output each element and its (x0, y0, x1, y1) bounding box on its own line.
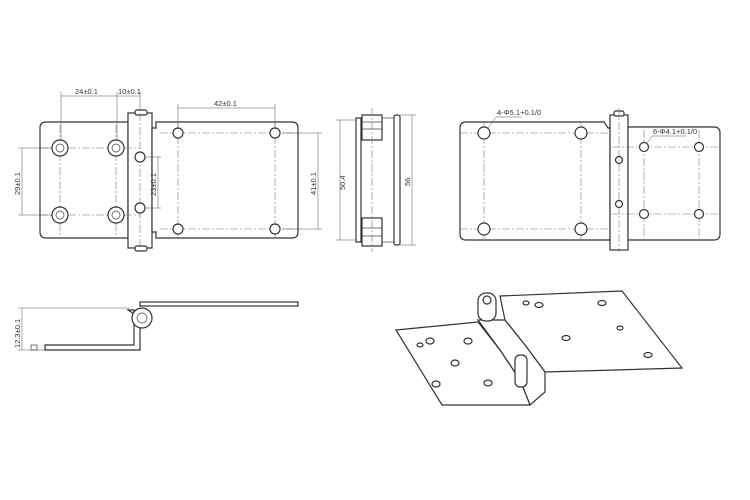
knuckle-circle (131, 307, 153, 329)
callout-4-holes: 4-Φ5.1+0.1/0 (497, 108, 541, 117)
dim-24: 24±0.1 (75, 87, 98, 96)
iso-holes (416, 299, 653, 388)
dim-56: 56 (403, 178, 412, 186)
pin-head-top (134, 109, 148, 116)
dim-50-4: 50.4 (338, 175, 347, 190)
right-leaf-holes (172, 127, 281, 235)
right-leaf (151, 121, 299, 239)
large-leaf (459, 121, 611, 241)
pin-hole (134, 202, 146, 214)
leaf-edge-left (355, 117, 362, 243)
large-holes (477, 126, 588, 236)
dim-10: 10±0.1 (118, 87, 141, 96)
dim-42: 42±0.1 (214, 99, 237, 108)
small-holes (614, 141, 705, 220)
pin-head-bottom (134, 245, 148, 252)
dim-41: 41±0.1 (309, 172, 318, 195)
front-view: 24±0.1 10±0.1 42±0.1 29±0.1 23±0.1 41±0.… (13, 87, 322, 252)
countersunk-holes (51, 139, 125, 224)
dim-29: 29±0.1 (13, 172, 22, 195)
edge-view: 12.3±0.1 (13, 301, 299, 351)
pin-hole (134, 151, 146, 163)
bracket-body (44, 309, 141, 351)
iso-pin (514, 354, 528, 388)
isometric-view (394, 290, 684, 407)
leaf-edge-right (393, 114, 401, 246)
callout-6-holes: 6-Φ4.1+0.1/0 (653, 127, 697, 136)
side-view: 50.4 56 (336, 108, 416, 252)
top-leaf-edge (139, 301, 299, 307)
dim-12-3: 12.3±0.1 (13, 319, 22, 348)
rear-view: 4-Φ5.1+0.1/0 6-Φ4.1+0.1/0 (459, 108, 721, 252)
dim-23: 23±0.1 (149, 173, 158, 196)
